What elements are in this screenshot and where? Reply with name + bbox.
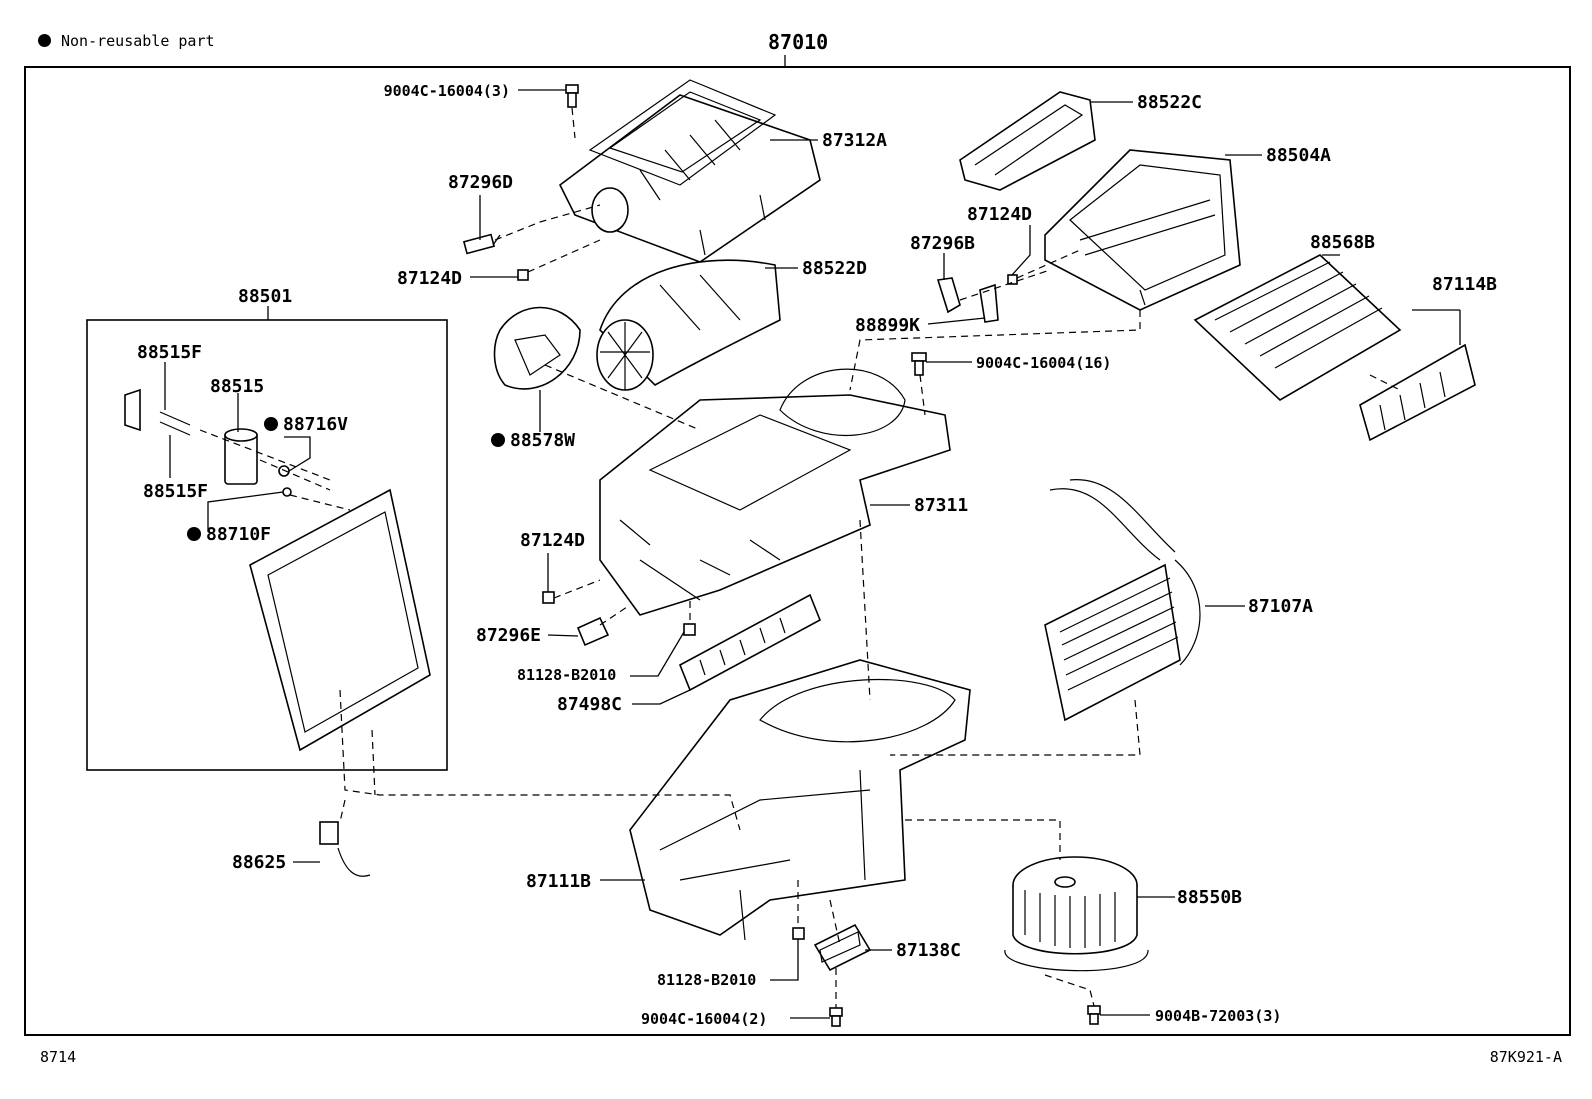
sensor-88625-shape <box>319 821 371 877</box>
clip-87124d-b-shape <box>1007 274 1018 285</box>
part-label-p9004c-16[interactable]: 9004C-16004(16) <box>976 354 1111 372</box>
part-label-p87124d-a[interactable]: 87124D <box>397 268 462 289</box>
sensor-87296d-shape <box>462 233 501 255</box>
cover-87114b-shape <box>1359 343 1476 442</box>
bolts-88515f-shape <box>124 388 191 436</box>
sensor-87296b-shape <box>936 277 961 314</box>
part-label-p9004c-2[interactable]: 9004C-16004(2) <box>641 1010 767 1028</box>
oring-88710f-shape <box>282 487 292 497</box>
blower-motor-88550b-shape <box>1004 856 1149 972</box>
expansion-valve-88515-shape <box>224 428 258 485</box>
evaporator-box <box>86 319 448 771</box>
part-labels: 9004C-16004(3) 87312A 87296D 87124D 88522D 88… <box>137 82 1497 1028</box>
part-label-p87138c[interactable]: 87138C <box>896 940 961 961</box>
screw-9004b-shape <box>1087 1005 1101 1025</box>
part-label-p9004c-3[interactable]: 9004C-16004(3) <box>384 82 510 100</box>
clip-16-shape <box>911 352 927 376</box>
main-case-87311-shape <box>599 368 951 616</box>
evaporator-core-shape <box>249 488 431 752</box>
part-label-p87498c[interactable]: 87498C <box>557 694 622 715</box>
clip-87124d-a-shape <box>517 269 529 281</box>
part-label-p88716v[interactable]: 88716V <box>283 414 348 435</box>
part-label-p87311[interactable]: 87311 <box>914 495 968 516</box>
screw-2-shape <box>829 1007 843 1027</box>
part-label-p88568b[interactable]: 88568B <box>1310 232 1375 253</box>
nonreusable-dot-icon <box>491 433 505 447</box>
part-label-p87107a[interactable]: 87107A <box>1248 596 1313 617</box>
part-label-p81128-b[interactable]: 81128-B2010 <box>657 971 756 989</box>
lower-case-87111b-shape <box>629 659 971 941</box>
leader-lines <box>164 89 1461 1019</box>
nonreusable-dot-icon <box>38 34 51 47</box>
clip-top-shape <box>565 84 579 108</box>
part-label-p88515f-a[interactable]: 88515F <box>137 342 202 363</box>
figure-code-right: 87K921-A <box>1489 1048 1562 1066</box>
clip-81128-b-shape <box>792 927 805 940</box>
assembly-frame <box>24 66 1571 1036</box>
part-label-p81128-a[interactable]: 81128-B2010 <box>517 666 616 684</box>
part-label-p87114b[interactable]: 87114B <box>1432 274 1497 295</box>
part-label-p9004b-3[interactable]: 9004B-72003(3) <box>1155 1007 1281 1025</box>
nonreusable-dot-icon <box>264 417 278 431</box>
blower-case-88504a-shape <box>1044 149 1241 311</box>
nonreusable-dot-icon <box>187 527 201 541</box>
part-label-p87111b[interactable]: 87111B <box>526 871 591 892</box>
clip-81128-a-shape <box>683 623 696 636</box>
filter-88568b-shape <box>1193 254 1402 401</box>
seal-88578w-shape <box>493 306 581 390</box>
part-label-p87296b[interactable]: 87296B <box>910 233 975 254</box>
upper-case-87312a-shape <box>558 79 821 263</box>
part-label-p88515[interactable]: 88515 <box>210 376 264 397</box>
clip-87124d-c-shape <box>542 591 555 604</box>
shutter-87498c-shape <box>678 593 822 692</box>
part-label-p87124d-b[interactable]: 87124D <box>967 204 1032 225</box>
legend: Non-reusable part <box>38 34 215 49</box>
bracket-88899k-shape <box>979 283 999 323</box>
part-label-p88899k[interactable]: 88899K <box>855 315 920 336</box>
duct-88522c-shape <box>959 91 1096 191</box>
part-label-p87296e[interactable]: 87296E <box>476 625 541 646</box>
part-label-p88710f[interactable]: 88710F <box>206 524 271 545</box>
figure-code-left: 8714 <box>40 1048 77 1066</box>
part-label-p88504a[interactable]: 88504A <box>1266 145 1331 166</box>
resistor-87138c-shape <box>813 923 872 972</box>
part-label-p88501[interactable]: 88501 <box>238 286 292 307</box>
duct-88522d-shape <box>596 259 781 391</box>
part-label-p87296d[interactable]: 87296D <box>448 172 513 193</box>
heater-core-87107a-shape <box>1044 479 1201 722</box>
assembly-number[interactable]: 87010 <box>768 30 829 54</box>
part-label-p88522c[interactable]: 88522C <box>1137 92 1202 113</box>
legend-text: Non-reusable part <box>61 32 215 50</box>
part-label-p87312a[interactable]: 87312A <box>822 130 887 151</box>
part-label-p88515f-b[interactable]: 88515F <box>143 481 208 502</box>
part-label-p88625[interactable]: 88625 <box>232 852 286 873</box>
oring-88716v-shape <box>278 465 290 477</box>
part-label-p88550b[interactable]: 88550B <box>1177 887 1242 908</box>
part-label-p87124d-c[interactable]: 87124D <box>520 530 585 551</box>
part-label-p88578w[interactable]: 88578W <box>510 430 575 451</box>
part-label-p88522d[interactable]: 88522D <box>802 258 867 279</box>
assembly-dashed-lines <box>199 107 1401 1008</box>
